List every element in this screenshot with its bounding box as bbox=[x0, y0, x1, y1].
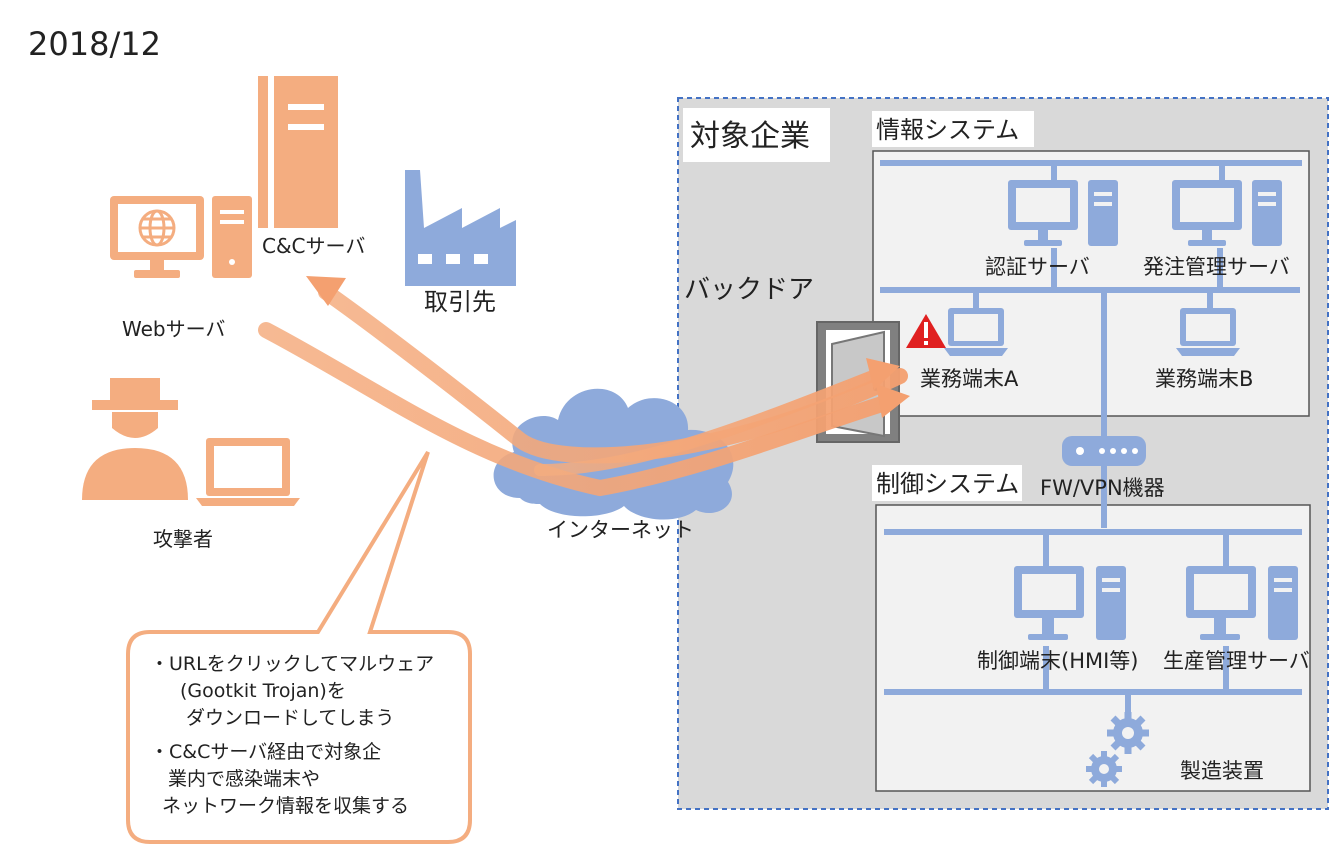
attack-flow-arrows bbox=[258, 276, 910, 497]
desktop-icon bbox=[1008, 180, 1118, 246]
globe-icon bbox=[138, 209, 176, 247]
laptop-icon bbox=[1176, 308, 1240, 356]
gears-icon bbox=[1086, 712, 1149, 787]
date-label: 2018/12 bbox=[28, 25, 161, 63]
router-icon bbox=[1062, 436, 1146, 466]
callout-line: ・URLをクリックしてマルウェア bbox=[150, 653, 434, 675]
control-system-panel bbox=[875, 504, 1311, 792]
enterprise-title: 対象企業 bbox=[690, 119, 810, 154]
fw-vpn-label: FW/VPN機器 bbox=[1040, 476, 1165, 500]
internet-label: インターネット bbox=[547, 518, 694, 542]
terminal-b-label: 業務端末B bbox=[1155, 367, 1253, 391]
server-icon bbox=[258, 76, 338, 228]
control-system-title: 制御システム bbox=[876, 470, 1019, 498]
factory-icon bbox=[405, 170, 516, 286]
production-server-label: 生産管理サーバ bbox=[1163, 649, 1310, 673]
callout-line: ネットワーク情報を収集する bbox=[162, 795, 409, 817]
auth-server-label: 認証サーバ bbox=[985, 255, 1090, 279]
info-network-lines bbox=[880, 160, 1302, 528]
attacker-icon bbox=[82, 378, 188, 500]
manufacturing-label: 製造装置 bbox=[1180, 759, 1264, 783]
laptop-icon bbox=[196, 438, 300, 506]
partner-label: 取引先 bbox=[424, 288, 496, 316]
desktop-icon bbox=[1172, 180, 1282, 246]
web-server-label: Webサーバ bbox=[122, 317, 225, 341]
control-network-lines bbox=[884, 529, 1302, 712]
callout-text: ・URLをクリックしてマルウェア (Gootkit Trojan)を ダウンロー… bbox=[150, 653, 434, 817]
backdoor-label: バックドア bbox=[684, 275, 814, 305]
callout-line: (Gootkit Trojan)を bbox=[180, 680, 346, 702]
enterprise-title-box bbox=[683, 108, 830, 162]
laptop-icon bbox=[944, 308, 1008, 356]
desktop-icon bbox=[1014, 566, 1126, 640]
callout-line: 業内で感染端末や bbox=[168, 768, 320, 790]
callout-bubble bbox=[126, 450, 472, 844]
info-system-title-box bbox=[872, 111, 1034, 147]
arrowhead-to-cc bbox=[306, 276, 346, 306]
callout-line: ・C&Cサーバ経由で対象企 bbox=[150, 741, 381, 763]
desktop-icon bbox=[1186, 566, 1298, 640]
arrowhead-to-terminal-a bbox=[876, 384, 910, 418]
warning-icon bbox=[906, 314, 946, 348]
attacker-label: 攻撃者 bbox=[153, 527, 213, 551]
order-server-label: 発注管理サーバ bbox=[1143, 255, 1290, 279]
cc-server-label: C&Cサーバ bbox=[262, 234, 365, 258]
callout-line: ダウンロードしてしまう bbox=[186, 707, 394, 729]
info-system-title: 情報システム bbox=[876, 116, 1019, 144]
terminal-a-label: 業務端末A bbox=[920, 367, 1019, 391]
control-system-title-box bbox=[872, 465, 1022, 501]
arrowhead-to-door bbox=[866, 358, 900, 390]
control-terminal-label: 制御端末(HMI等) bbox=[977, 649, 1139, 673]
desktop-icon bbox=[110, 196, 252, 278]
